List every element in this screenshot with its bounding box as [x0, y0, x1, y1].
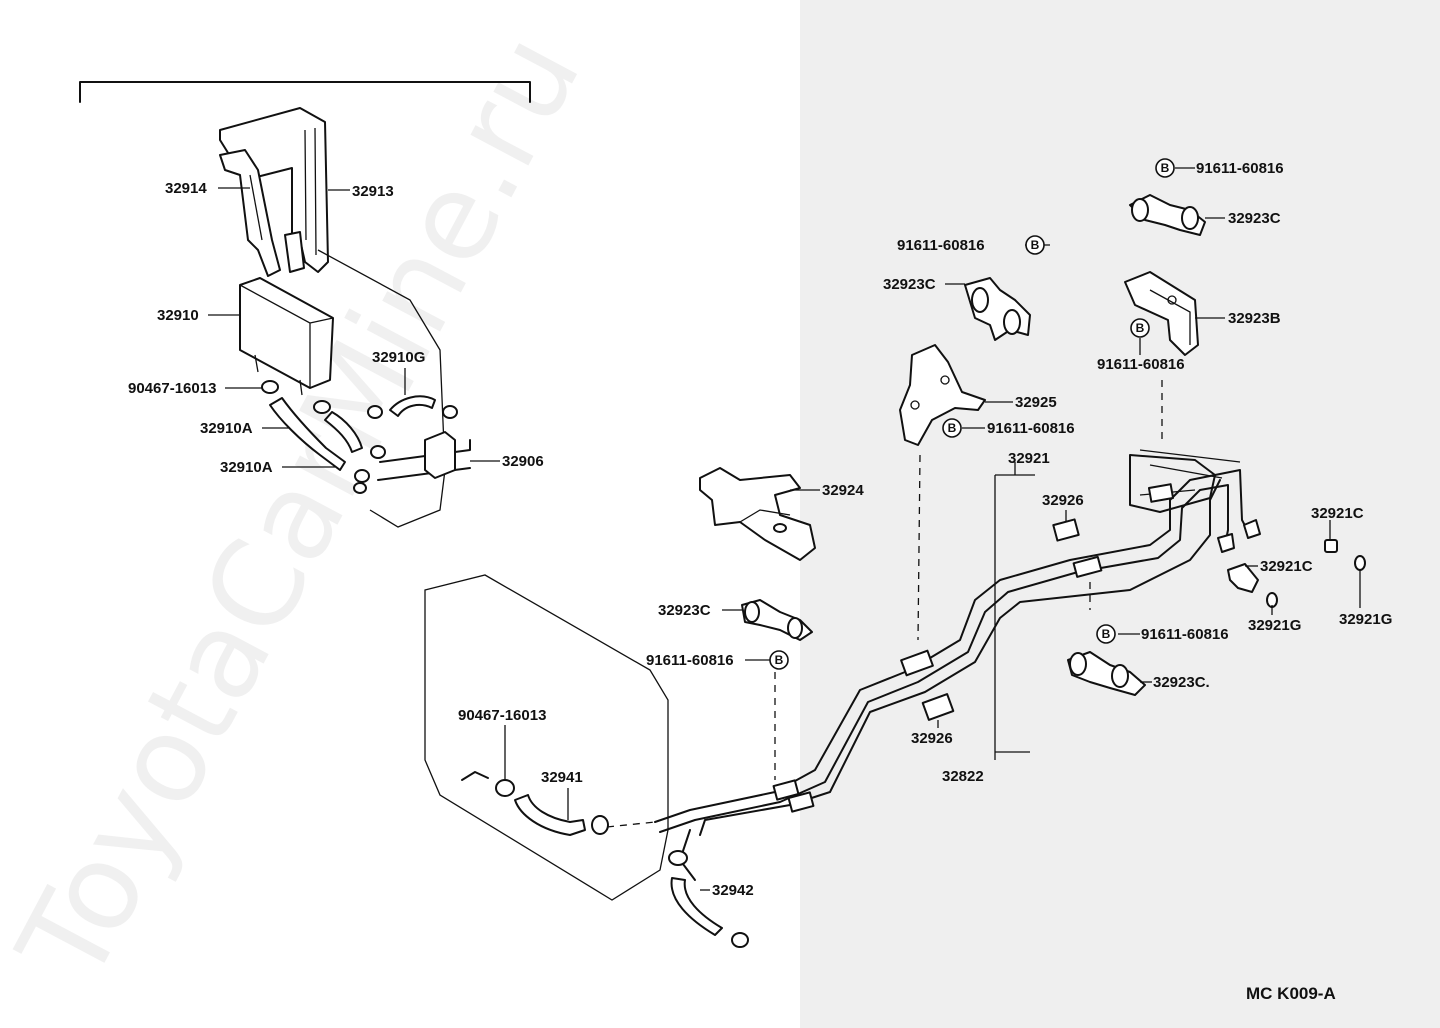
label-32941: 32941: [541, 769, 583, 786]
label-91611-60816-e: 91611-60816: [1141, 626, 1229, 643]
sleeve-32926-b: [921, 693, 955, 721]
label-32910: 32910: [157, 307, 199, 324]
label-32910A-b: 32910A: [220, 459, 273, 476]
label-32921G-a: 32921G: [1248, 617, 1301, 634]
label-91611-60816-a: 91611-60816: [1196, 160, 1284, 177]
label-32926-a: 32926: [1042, 492, 1084, 509]
hose-32941: [461, 771, 609, 836]
svg-text:B: B: [1102, 627, 1111, 641]
svg-text:B: B: [1136, 321, 1145, 335]
label-32910G: 32910G: [372, 349, 425, 366]
label-91611-60816-f: 91611-60816: [646, 652, 734, 669]
b-marker-icons: B B B B B B: [769, 158, 1175, 670]
hose-32910A-2: [324, 411, 363, 453]
label-32923B: 32923B: [1228, 310, 1281, 327]
clip-32923C-c: [741, 599, 813, 641]
bracket-32914: [219, 149, 281, 277]
clip-32923C-b: [1129, 194, 1206, 236]
label-91611-60816-d: 91611-60816: [987, 420, 1075, 437]
label-32925: 32925: [1015, 394, 1057, 411]
label-32913: 32913: [352, 183, 394, 200]
clip-32923C-d: [1067, 651, 1146, 696]
label-32926-b: 32926: [911, 730, 953, 747]
label-90467-16013-b: 90467-16013: [458, 707, 546, 724]
dashed-guides: [606, 380, 1163, 828]
bracket-32923B: [1124, 271, 1199, 356]
clamp-icons-upper: [261, 380, 458, 494]
part-labels: 32914 32913 32910 32910G 90467-16013 329…: [128, 160, 1392, 899]
label-32923C-a: 32923C: [1228, 210, 1281, 227]
sleeve-32926-a: [1052, 518, 1080, 542]
label-32906: 32906: [502, 453, 544, 470]
label-32923C-b: 32923C: [883, 276, 936, 293]
label-32921C-b: 32921C: [1260, 558, 1313, 575]
fitting-32906: [377, 431, 471, 481]
label-32942: 32942: [712, 882, 754, 899]
leader-lines: [208, 167, 1361, 891]
hose-32942: [668, 850, 749, 948]
hose-32910G: [389, 395, 436, 417]
label-32924: 32924: [822, 482, 864, 499]
union-fittings: [1217, 519, 1366, 608]
group-bracket: [79, 81, 531, 103]
label-32921: 32921: [1008, 450, 1050, 467]
label-32921G-b: 32921G: [1339, 611, 1392, 628]
bracket-32925: [899, 344, 986, 446]
svg-text:B: B: [948, 421, 957, 435]
gray-background-panel: [800, 0, 1440, 1028]
label-91611-60816-b: 91611-60816: [897, 237, 985, 254]
label-32923C-c: 32923C: [658, 602, 711, 619]
label-32921C-a: 32921C: [1311, 505, 1364, 522]
oil-cooler-32910: [239, 277, 334, 396]
svg-text:B: B: [1031, 238, 1040, 252]
bracket-32921-32822: [994, 462, 1035, 760]
label-32822: 32822: [942, 768, 984, 785]
clip-32923C-a: [964, 277, 1031, 341]
svg-text:B: B: [1161, 161, 1170, 175]
label-32914: 32914: [165, 180, 207, 197]
hose-32910A: [269, 397, 346, 471]
diagram-code: MC K009-A: [1246, 984, 1336, 1003]
label-32923C-d: 32923C.: [1153, 674, 1210, 691]
group-outline-lower: [424, 574, 669, 901]
oil-cooler-tubes: [654, 449, 1251, 881]
label-32910A-a: 32910A: [200, 420, 253, 437]
label-91611-60816-c: 91611-60816: [1097, 356, 1185, 373]
bracket-32924: [699, 467, 816, 561]
label-90467-16013-a: 90467-16013: [128, 380, 216, 397]
svg-text:B: B: [775, 653, 784, 667]
